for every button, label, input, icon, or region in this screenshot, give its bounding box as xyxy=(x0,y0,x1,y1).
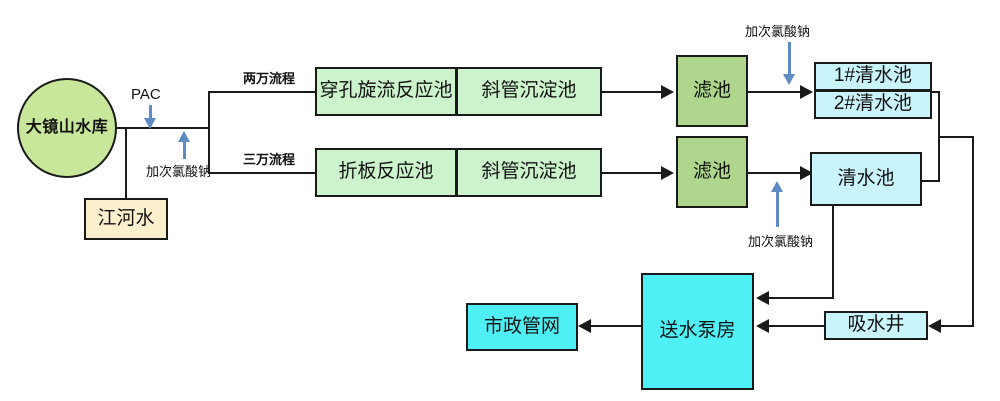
node-clearwell-main[interactable]: 清水池 xyxy=(810,152,922,206)
dose-label-pac: PAC xyxy=(131,86,161,103)
dose-label-hypochlorite-intake: 加次氯酸钠 xyxy=(146,164,212,179)
node-upper-filter-label: 滤池 xyxy=(692,79,731,101)
node-clearwell-1[interactable]: 1#清水池 xyxy=(814,62,932,91)
branch-label-lower: 三万流程 xyxy=(243,152,296,167)
edge-lower-sed-to-filter xyxy=(602,172,664,174)
edge-pump-to-municipal xyxy=(588,325,641,327)
node-suction-well[interactable]: 吸水井 xyxy=(824,311,928,340)
arrowhead-upper-sed-to-filter xyxy=(661,85,674,99)
edge-clearwell-main-down xyxy=(832,206,834,298)
edge-upper-filter-to-clearwell xyxy=(748,91,810,93)
node-lower-sedimentation-pool-label: 斜管沉淀池 xyxy=(481,161,577,183)
edge-upper-sed-to-filter xyxy=(602,91,664,93)
edge-clearwell-main-out xyxy=(921,180,940,182)
edge-split-lower-branch xyxy=(208,172,316,174)
node-lower-reaction-pool-label: 折板反应池 xyxy=(338,161,434,183)
edge-reservoir-to-trunk xyxy=(116,127,210,129)
node-pump-house-label: 送水泵房 xyxy=(659,320,736,342)
edge-right-trunk-top xyxy=(938,136,974,138)
arrowhead-into-pump-from-well xyxy=(756,319,769,333)
node-upper-sedimentation-pool[interactable]: 斜管沉淀池 xyxy=(456,67,602,116)
node-clearwell-2[interactable]: 2#清水池 xyxy=(814,90,932,119)
node-lower-sedimentation-pool[interactable]: 斜管沉淀池 xyxy=(456,148,602,197)
edge-clearwell2-out xyxy=(931,91,940,93)
arrowhead-into-pump-from-clearwell xyxy=(756,291,769,305)
branch-label-upper: 两万流程 xyxy=(243,71,296,86)
node-lower-filter-label: 滤池 xyxy=(692,160,731,182)
arrowhead-into-suction-well xyxy=(928,319,941,333)
edge-lower-filter-to-clearwell xyxy=(748,172,810,174)
arrowhead-lower-filter-to-clearwell xyxy=(800,166,813,180)
node-upper-sedimentation-pool-label: 斜管沉淀池 xyxy=(481,80,577,102)
node-upper-reaction-pool[interactable]: 穿孔旋流反应池 xyxy=(315,67,457,116)
node-reservoir[interactable]: 大镜山水库 xyxy=(17,78,117,178)
node-clearwell-main-label: 清水池 xyxy=(837,167,895,189)
node-clearwell-2-label: 2#清水池 xyxy=(833,93,913,115)
edge-right-trunk-vertical xyxy=(972,136,974,326)
node-municipal-network-label: 市政管网 xyxy=(483,315,560,337)
node-river-water-label: 江河水 xyxy=(97,207,155,229)
arrowhead-into-municipal xyxy=(578,319,591,333)
dose-label-hypochlorite-upper: 加次氯酸钠 xyxy=(745,24,811,39)
arrowhead-upper-filter-to-clearwell xyxy=(800,85,813,99)
node-lower-reaction-pool[interactable]: 折板反应池 xyxy=(315,148,457,197)
node-river-water[interactable]: 江河水 xyxy=(84,198,168,240)
node-lower-filter[interactable]: 滤池 xyxy=(676,136,748,208)
edge-right-trunk-to-suction-well xyxy=(940,325,974,327)
node-reservoir-label: 大镜山水库 xyxy=(25,119,109,137)
node-upper-reaction-pool-label: 穿孔旋流反应池 xyxy=(319,80,453,102)
edge-split-vertical xyxy=(208,91,210,174)
node-upper-filter[interactable]: 滤池 xyxy=(676,55,748,127)
edge-clearwell-main-to-pump xyxy=(766,297,834,299)
node-pump-house[interactable]: 送水泵房 xyxy=(641,273,754,390)
dose-label-hypochlorite-lower: 加次氯酸钠 xyxy=(748,234,814,249)
node-municipal-network[interactable]: 市政管网 xyxy=(466,303,578,351)
node-suction-well-label: 吸水井 xyxy=(847,314,905,336)
node-clearwell-1-label: 1#清水池 xyxy=(833,65,913,87)
edge-suction-well-to-pump xyxy=(766,325,824,327)
arrowhead-lower-sed-to-filter xyxy=(661,166,674,180)
edge-split-upper-branch xyxy=(208,91,316,93)
edge-river-to-trunk xyxy=(125,128,127,200)
